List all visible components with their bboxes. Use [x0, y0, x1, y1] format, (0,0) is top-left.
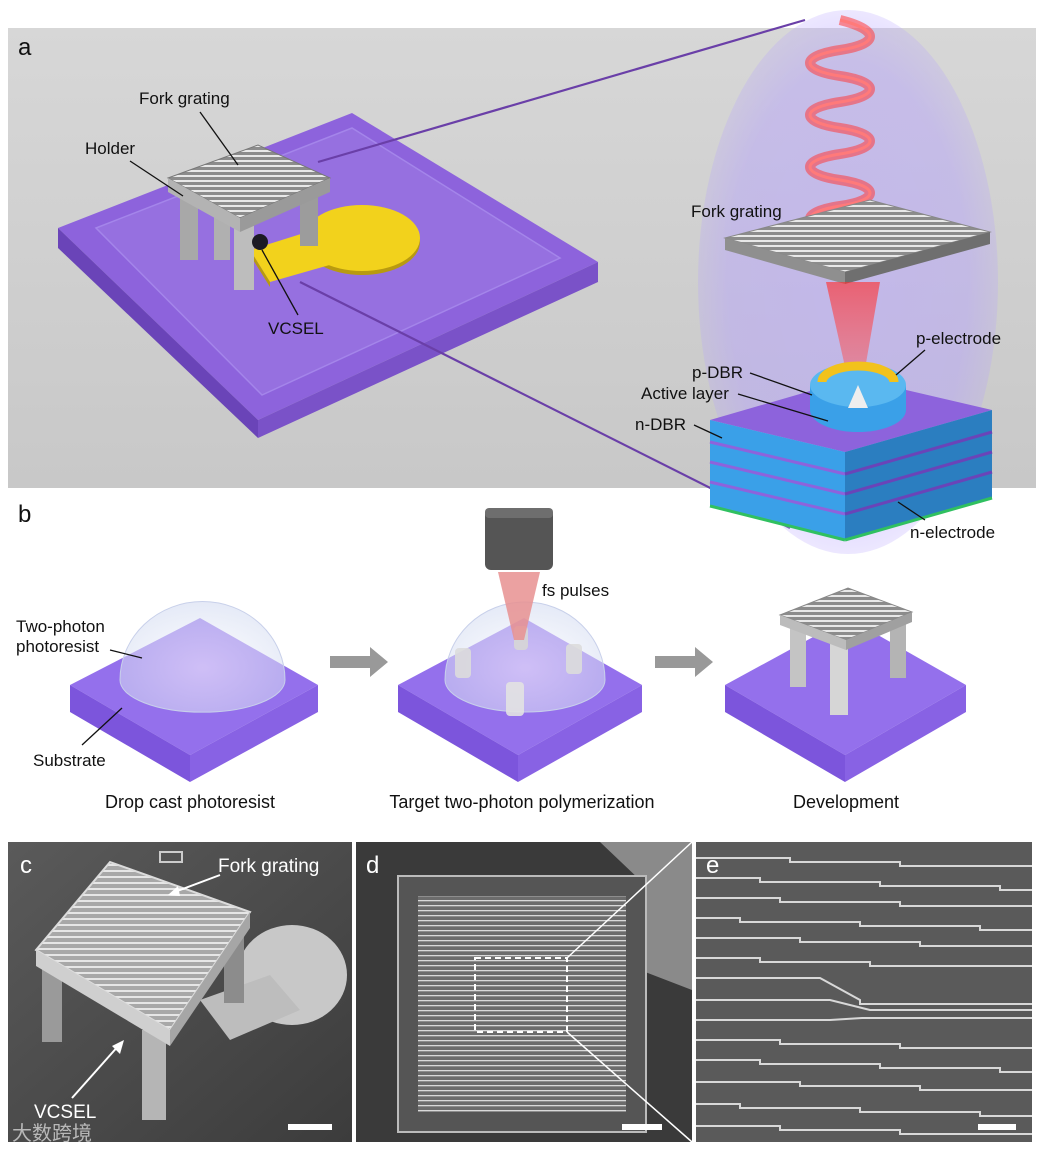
label-vcsel: VCSEL [268, 319, 324, 338]
label-two-photon-2: photoresist [16, 637, 99, 656]
label-n-electrode: n-electrode [910, 523, 995, 542]
panel-e-letter: e [706, 852, 719, 879]
watermark: 大数跨境 [12, 1121, 92, 1145]
objective-lens [485, 508, 553, 570]
panel-d-letter: d [366, 852, 379, 879]
vcsel-aperture [252, 234, 268, 250]
inset-mesa [810, 363, 906, 432]
panel-c-letter: c [20, 852, 32, 879]
label-p-dbr: p-DBR [692, 363, 743, 382]
label-c-fork-grating: Fork grating [218, 856, 319, 877]
label-c-vcsel: VCSEL [34, 1102, 96, 1123]
scalebar-e [978, 1124, 1016, 1130]
label-fork-grating: Fork grating [139, 89, 230, 108]
label-two-photon-1: Two-photon [16, 617, 105, 636]
caption-step2: Target two-photon polymerization [389, 792, 654, 812]
label-active-layer: Active layer [641, 384, 729, 403]
label-fs-pulses: fs pulses [542, 581, 609, 600]
label-n-dbr: n-DBR [635, 415, 686, 434]
label-inset-fork-grating: Fork grating [691, 202, 782, 221]
panel-b-letter: b [18, 501, 31, 528]
label-holder: Holder [85, 139, 135, 158]
arrow-step1-step2 [330, 647, 388, 677]
scalebar-c [288, 1124, 332, 1130]
label-substrate: Substrate [33, 751, 106, 770]
panel-d-grating [418, 896, 626, 1112]
label-p-electrode: p-electrode [916, 329, 1001, 348]
step1-dome [120, 602, 285, 713]
caption-step1: Drop cast photoresist [105, 792, 275, 812]
scalebar-d [622, 1124, 662, 1130]
caption-step3: Development [793, 792, 899, 812]
panel-a-letter: a [18, 34, 32, 61]
arrow-step2-step3 [655, 647, 713, 677]
